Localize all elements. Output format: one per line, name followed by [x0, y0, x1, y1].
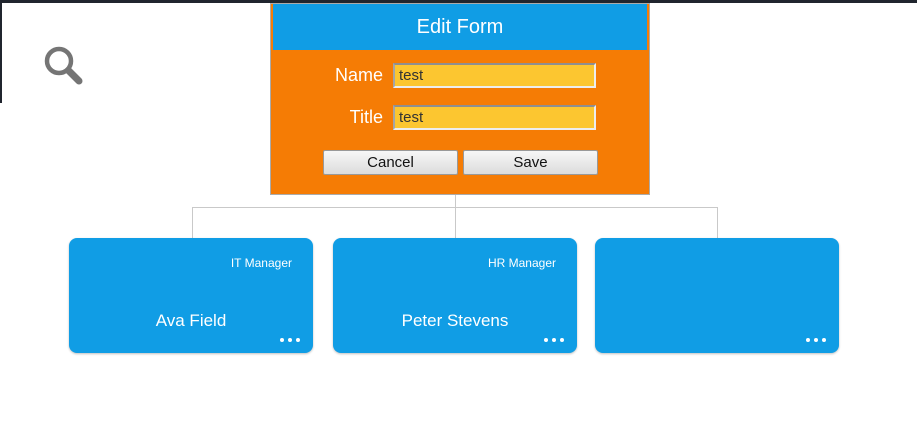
edit-form-title: Edit Form	[273, 4, 647, 50]
node-title: HR Manager	[487, 256, 556, 270]
magnifier-icon[interactable]	[40, 42, 88, 90]
connector-drop-right	[717, 207, 718, 238]
node-name: Peter Stevens	[401, 311, 509, 330]
name-input[interactable]	[393, 63, 596, 88]
name-field-label: Name	[334, 65, 383, 85]
connector-horizontal	[192, 207, 718, 208]
org-node-ava-field[interactable]: IT Manager Ava Field	[69, 238, 313, 353]
org-node-empty[interactable]	[595, 238, 839, 353]
edit-form-panel: Edit Form Name Title Cancel Save	[270, 3, 650, 195]
node-title: IT Manager	[230, 256, 292, 270]
more-options-icon[interactable]	[806, 338, 826, 342]
node-name: Ava Field	[155, 311, 227, 330]
more-options-icon[interactable]	[280, 338, 300, 342]
connector-vertical-center	[455, 195, 456, 238]
window-top-border	[0, 0, 917, 3]
save-button[interactable]: Save	[463, 150, 598, 175]
title-input[interactable]	[393, 105, 596, 130]
window-left-border	[0, 0, 2, 103]
more-options-icon[interactable]	[544, 338, 564, 342]
connector-drop-left	[192, 207, 193, 238]
cancel-button[interactable]: Cancel	[323, 150, 458, 175]
title-field-label: Title	[349, 107, 383, 127]
org-node-peter-stevens[interactable]: HR Manager Peter Stevens	[333, 238, 577, 353]
